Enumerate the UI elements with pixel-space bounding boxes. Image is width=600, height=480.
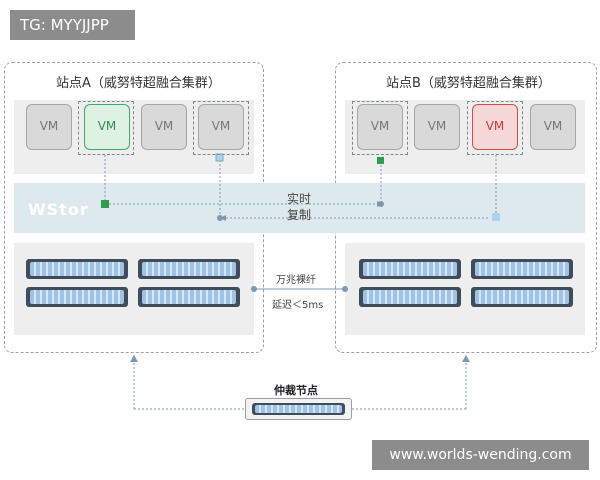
site-b-server-4 [471, 287, 573, 307]
site-b-server-1 [359, 259, 461, 279]
wstor-storage-band [14, 183, 585, 233]
site-a-vm-1[interactable]: VM [26, 104, 72, 150]
site-b-vm-3-failed[interactable]: VM [472, 104, 518, 150]
site-b-server-3 [359, 287, 461, 307]
replication-label-line1: 实时 [287, 192, 312, 206]
site-b-vm-4[interactable]: VM [530, 104, 576, 150]
url-watermark-badge: www.worlds-wending.com [372, 440, 589, 470]
site-a-vm-2-active[interactable]: VM [84, 104, 130, 150]
site-b-vm-1[interactable]: VM [357, 104, 403, 150]
site-b-vm-3-replica-frame [467, 101, 523, 155]
fiber-link-label: 万兆裸纤 [276, 275, 316, 286]
site-a-title: 站点A（威努特超融合集群） [56, 76, 221, 91]
site-a-server-1 [26, 259, 128, 279]
arbiter-node-title: 仲裁节点 [274, 384, 318, 397]
site-b-title: 站点B（威努特超融合集群） [386, 76, 551, 91]
arbiter-node-box [245, 398, 352, 420]
site-a-vm-4-replica-frame [193, 101, 249, 155]
replication-label-line2: 复制 [287, 208, 312, 222]
site-b-vm-2[interactable]: VM [414, 104, 460, 150]
site-a-vm-3[interactable]: VM [141, 104, 187, 150]
wstor-label: WStor [28, 200, 89, 219]
latency-label: 延迟＜5ms [272, 300, 324, 311]
site-b-server-2 [471, 259, 573, 279]
site-b-vm-1-replica-frame [352, 101, 408, 155]
site-a-vm-4[interactable]: VM [198, 104, 244, 150]
site-a-server-3 [26, 287, 128, 307]
arbiter-server [252, 403, 345, 415]
site-a-server-2 [138, 259, 240, 279]
site-a-server-4 [138, 287, 240, 307]
site-a-vm-2-replica-frame [78, 101, 134, 155]
tg-watermark-badge: TG: MYYJJPP [10, 10, 135, 40]
